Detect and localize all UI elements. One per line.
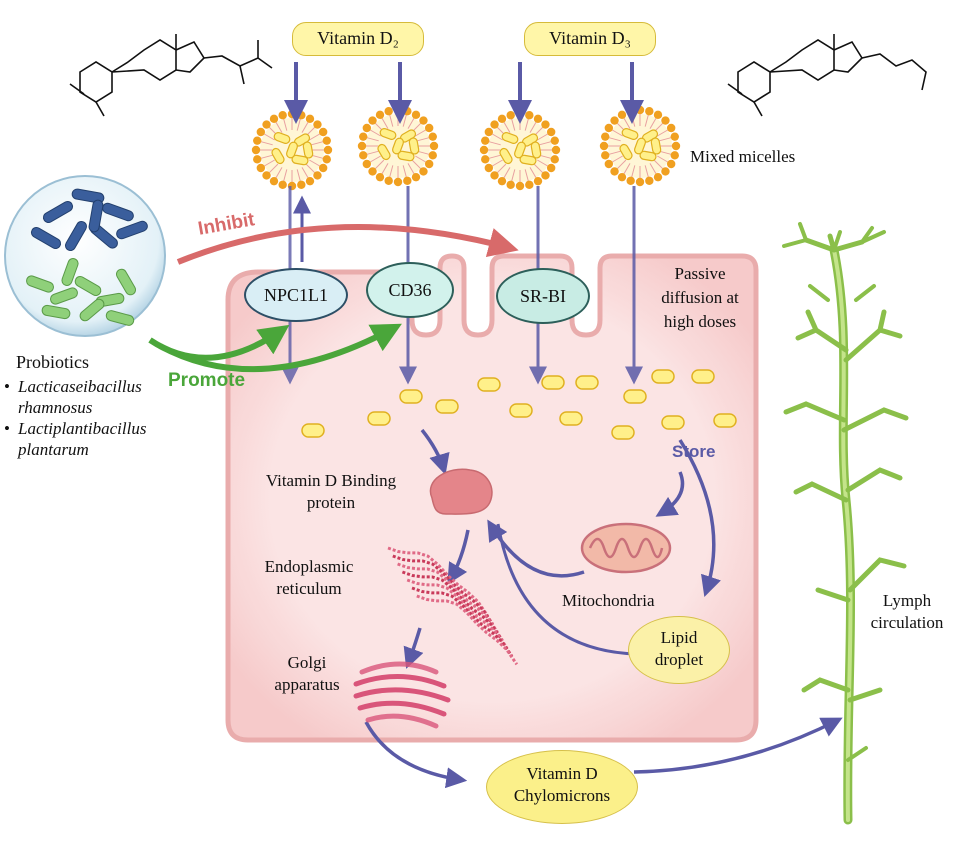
vitamin-d-droplet bbox=[301, 423, 325, 438]
probiotics-bubble bbox=[4, 175, 166, 337]
micelle bbox=[357, 105, 439, 187]
bacterium-rhamnosus bbox=[88, 199, 104, 233]
endoplasmic-reticulum bbox=[387, 546, 519, 666]
vitamin-d-droplet bbox=[713, 413, 737, 428]
vitamin-d-droplet bbox=[575, 375, 599, 390]
bacterium-rhamnosus bbox=[65, 220, 87, 252]
bacterium-plantarum bbox=[79, 298, 105, 322]
micelle bbox=[251, 109, 333, 191]
bacterium-rhamnosus bbox=[42, 201, 74, 223]
lymph-circulation-label: Lymph circulation bbox=[870, 591, 944, 632]
bacterium-rhamnosus bbox=[30, 227, 62, 249]
transporter-npc1l1-label: NPC1L1 bbox=[263, 285, 328, 305]
chylomicrons-label: Vitamin D Chylomicrons bbox=[513, 764, 611, 805]
bacterium-rhamnosus bbox=[116, 220, 148, 240]
transporter-npc1l1: NPC1L1 bbox=[244, 268, 348, 322]
vitamin-d2-box: Vitamin D₂ bbox=[292, 22, 424, 56]
vitamin-d-droplet bbox=[477, 377, 501, 392]
er-label: Endoplasmic reticulum bbox=[264, 557, 354, 598]
bacterium-plantarum bbox=[61, 258, 79, 286]
vitamin-d-droplet bbox=[541, 375, 565, 390]
vitamin-d2-label: Vitamin D₂ bbox=[317, 28, 399, 48]
vitamin-d3-label: Vitamin D₃ bbox=[549, 28, 631, 48]
cytosolic-vitamin-d bbox=[301, 369, 737, 440]
transporter-srbi-label: SR-BI bbox=[519, 286, 566, 306]
vitamin-d-droplet bbox=[435, 399, 459, 414]
micelle bbox=[479, 109, 561, 191]
vitamin-d-droplet bbox=[367, 411, 391, 426]
golgi-label: Golgi apparatus bbox=[274, 653, 340, 694]
bacterium-plantarum bbox=[50, 287, 78, 305]
mitochondria-label: Mitochondria bbox=[562, 591, 655, 610]
vitamin-d3-structure bbox=[727, 34, 927, 117]
mixed-micelles-label: Mixed micelles bbox=[690, 147, 796, 166]
bacterium-plantarum bbox=[41, 304, 71, 320]
vitamin-d-droplet bbox=[399, 389, 423, 404]
vitamin-d-droplet bbox=[509, 403, 533, 418]
probiotics-species: Lacticaseibacillus rhamnosus Lactiplanti… bbox=[4, 376, 174, 460]
bacterium-plantarum bbox=[26, 275, 54, 293]
species-rhamnosus: Lacticaseibacillus rhamnosus bbox=[4, 376, 174, 418]
vitamin-d-droplet bbox=[611, 425, 635, 440]
vitamin-d-droplet bbox=[661, 415, 685, 430]
lymph-vessel bbox=[782, 222, 909, 825]
vitamin-d-droplet bbox=[691, 369, 715, 384]
store-label: Store bbox=[672, 442, 716, 461]
binding-protein bbox=[429, 468, 493, 515]
vitamin-d-droplet bbox=[623, 389, 647, 404]
bacterium-plantarum bbox=[116, 268, 136, 296]
vitamin-d-droplet bbox=[559, 411, 583, 426]
passive-diffusion-label: Passive diffusion at high doses bbox=[661, 264, 739, 331]
transporter-cd36-label: CD36 bbox=[388, 280, 432, 300]
species-plantarum: Lactiplantibacillus plantarum bbox=[4, 418, 174, 460]
bacterium-plantarum bbox=[105, 310, 135, 326]
bacterium-plantarum bbox=[74, 276, 102, 296]
golgi-apparatus bbox=[353, 661, 451, 729]
micelles bbox=[251, 105, 681, 191]
pathway-arrows bbox=[281, 62, 644, 385]
lipid-droplet-label: Lipid droplet bbox=[654, 628, 704, 669]
promote-label: Promote bbox=[168, 370, 246, 391]
bacterium-rhamnosus bbox=[71, 188, 105, 204]
micelle bbox=[599, 105, 681, 187]
vitamin-d-droplet bbox=[651, 369, 675, 384]
transporter-cd36: CD36 bbox=[366, 262, 454, 318]
vitamin-d3-box: Vitamin D₃ bbox=[524, 22, 656, 56]
chylomicrons: Vitamin D Chylomicrons bbox=[486, 750, 638, 824]
trafficking-arrows bbox=[364, 428, 843, 789]
probiotics-title: Probiotics bbox=[16, 352, 90, 372]
inhibit-arrow bbox=[176, 224, 519, 265]
lipid-droplet: Lipid droplet bbox=[628, 616, 730, 684]
transporter-srbi: SR-BI bbox=[496, 268, 590, 324]
promote-arrow-cd36 bbox=[158, 323, 402, 373]
mitochondrion bbox=[580, 522, 672, 574]
binding-protein-label: Vitamin D Binding protein bbox=[265, 471, 397, 512]
vitamin-d2-structure bbox=[69, 34, 273, 117]
